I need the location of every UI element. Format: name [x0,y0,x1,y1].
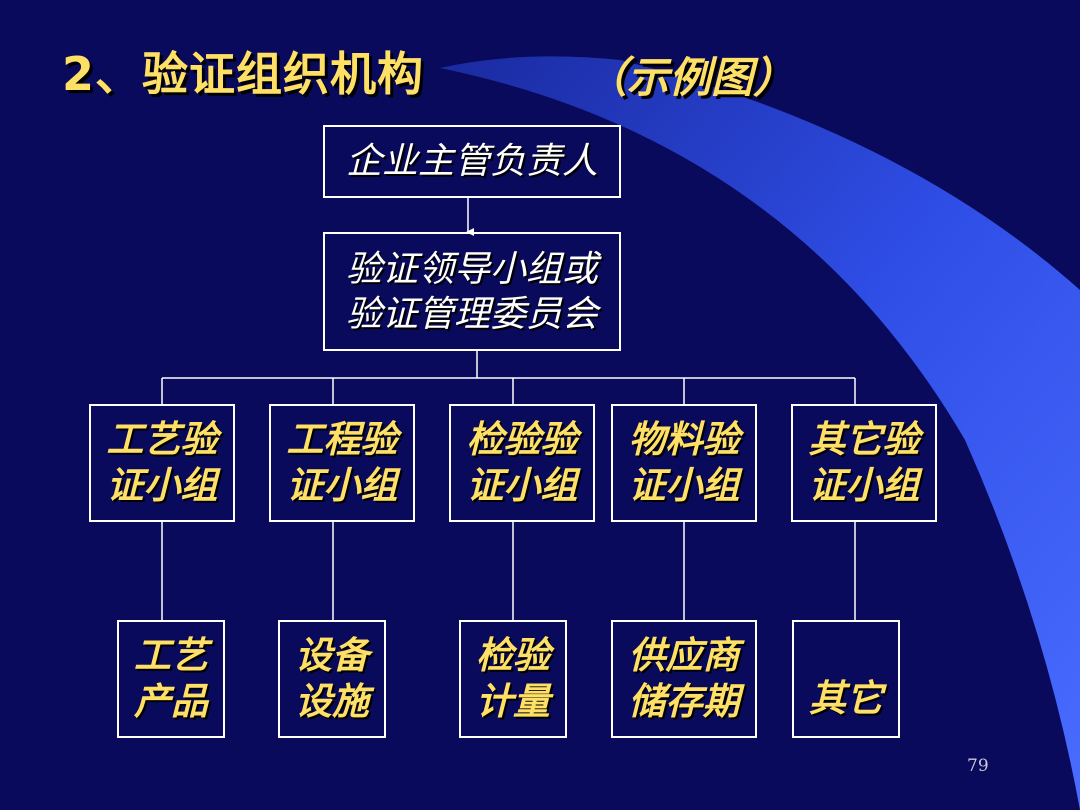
item-node-3-line1: 检验 [476,633,550,677]
group-node-4-line1: 物料验 [628,417,740,461]
group-node-1-line2: 证小组 [106,464,218,507]
leader-node-line2: 验证管理委员会 [345,293,598,335]
item-node-1-line1: 工艺 [134,633,208,677]
item-node-2-line2: 设施 [295,680,369,723]
leader-node: 验证领导小组或 验证管理委员会 [323,232,621,351]
slide-title: 2、验证组织机构 [62,47,425,101]
group-node-1: 工艺验 证小组 [89,404,235,522]
item-node-4-line1: 供应商 [628,633,740,677]
item-node-2-line1: 设备 [295,633,369,677]
page-number: 79 [967,756,989,776]
top-node: 企业主管负责人 [323,125,621,198]
group-node-3: 检验验 证小组 [449,404,595,522]
group-node-1-line1: 工艺验 [106,417,218,461]
slide-subtitle: （示例图） [585,53,796,102]
item-node-4: 供应商 储存期 [611,620,757,738]
group-node-4: 物料验 证小组 [611,404,757,522]
group-node-5-line1: 其它验 [808,417,920,461]
top-node-label: 企业主管负责人 [345,141,598,182]
group-node-2: 工程验 证小组 [269,404,415,522]
item-node-5: 其它 [792,620,900,738]
item-node-4-line2: 储存期 [628,680,740,723]
item-node-3: 检验 计量 [459,620,567,738]
group-node-4-line2: 证小组 [628,464,740,507]
item-node-2: 设备 设施 [278,620,386,738]
item-node-3-line2: 计量 [476,680,550,723]
item-node-1: 工艺 产品 [117,620,225,738]
group-node-5: 其它验 证小组 [791,404,937,522]
leader-node-line1: 验证领导小组或 [345,248,598,290]
group-node-2-line1: 工程验 [286,417,398,461]
group-node-2-line2: 证小组 [286,464,398,507]
group-node-3-line1: 检验验 [466,417,578,461]
item-node-1-line2: 产品 [134,680,208,723]
item-node-5-line2: 其它 [809,676,883,720]
group-node-3-line2: 证小组 [466,464,578,507]
group-node-5-line2: 证小组 [808,464,920,507]
